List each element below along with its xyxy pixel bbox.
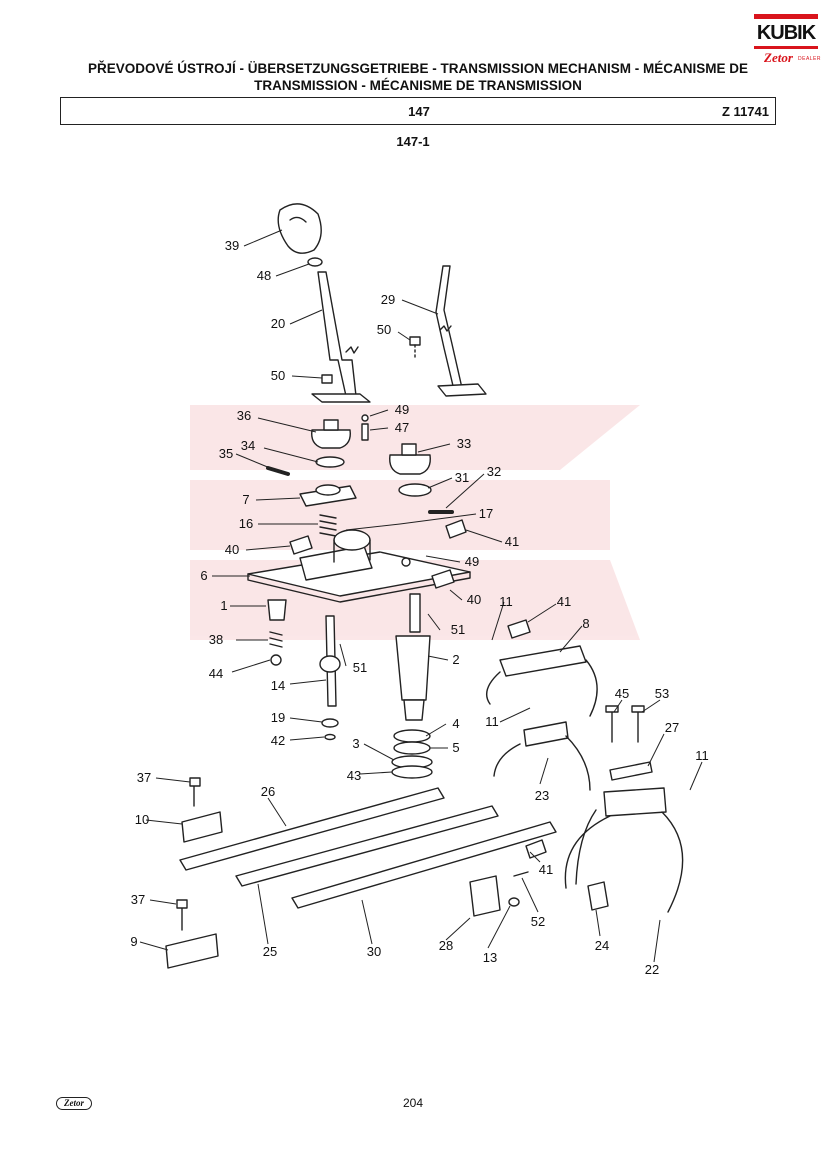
shift-rail-30 (291, 821, 557, 909)
callout-36: 36 (237, 408, 251, 423)
callout-9: 9 (130, 934, 137, 949)
callout-33: 33 (457, 436, 471, 451)
selector-10 (181, 811, 223, 843)
callout-51a: 51 (451, 622, 465, 637)
callout-53: 53 (655, 686, 669, 701)
callout-16: 16 (239, 516, 253, 531)
shift-fork-23 (523, 721, 569, 747)
callout-24: 24 (595, 938, 609, 953)
logo-tag: DEALER (798, 56, 822, 62)
figure-number: 147-1 (396, 134, 430, 149)
group-code: Z 11741 (722, 104, 769, 119)
group-bar: 147 Z 11741 (60, 97, 776, 125)
callout-28: 28 (439, 938, 453, 953)
callout-40a: 40 (225, 542, 239, 557)
callout-25: 25 (263, 944, 277, 959)
callout-14: 14 (271, 678, 285, 693)
callout-42: 42 (271, 733, 285, 748)
callout-23: 23 (535, 788, 549, 803)
callout-39: 39 (225, 238, 239, 253)
callout-22: 22 (645, 962, 659, 977)
gear-knob (277, 203, 322, 254)
logo-sub-brand: Zetor (764, 50, 793, 65)
block-28 (469, 875, 501, 917)
callout-29: 29 (381, 292, 395, 307)
logo-red-line (754, 46, 818, 49)
callout-27: 27 (665, 720, 679, 735)
callout-31: 31 (455, 470, 469, 485)
callout-35: 35 (219, 446, 233, 461)
callout-26: 26 (261, 784, 275, 799)
page-title: PŘEVODOVÉ ÚSTROJÍ - ÜBERSETZUNGSGETRIEBE… (60, 60, 776, 94)
callout-50b: 50 (377, 322, 391, 337)
callout-30: 30 (367, 944, 381, 959)
page-number: 204 (402, 1096, 424, 1110)
callout-19: 19 (271, 710, 285, 725)
shift-fork-22 (603, 787, 667, 817)
callout-37b: 37 (131, 892, 145, 907)
callout-41c: 41 (539, 862, 553, 877)
shift-fork-8 (499, 645, 587, 677)
callout-43: 43 (347, 768, 361, 783)
shift-rail-26 (179, 787, 445, 871)
logo-red-bar (754, 14, 818, 19)
callout-17: 17 (479, 506, 493, 521)
callout-11b: 11 (485, 714, 499, 729)
callout-41b: 41 (557, 594, 571, 609)
callout-5: 5 (452, 740, 459, 755)
callout-11c: 11 (695, 748, 709, 763)
footer-zetor-logo: Zetor (56, 1097, 92, 1110)
callout-8: 8 (582, 616, 589, 631)
callout-34: 34 (241, 438, 255, 453)
washer-48 (307, 257, 323, 267)
callout-4: 4 (452, 716, 459, 731)
callout-52: 52 (531, 914, 545, 929)
callout-48: 48 (257, 268, 271, 283)
shift-rail-25 (235, 805, 499, 887)
callout-47: 47 (395, 420, 409, 435)
shift-shaft-2 (409, 593, 421, 633)
callout-6: 6 (200, 568, 207, 583)
callout-37a: 37 (137, 770, 151, 785)
callout-50a: 50 (271, 368, 285, 383)
rubber-boot-33 (389, 454, 431, 475)
callout-40b: 40 (467, 592, 481, 607)
callout-20: 20 (271, 316, 285, 331)
callout-41a: 41 (505, 534, 519, 549)
spring-16 (319, 514, 337, 537)
callout-10: 10 (135, 812, 149, 827)
clamp-34 (315, 456, 345, 468)
title-line-1: PŘEVODOVÉ ÚSTROJÍ - ÜBERSETZUNGSGETRIEBE… (87, 61, 749, 76)
callout-38: 38 (209, 632, 223, 647)
callout-1: 1 (220, 598, 227, 613)
callout-32: 32 (487, 464, 501, 479)
selector-9 (165, 933, 219, 969)
callout-44: 44 (209, 666, 223, 681)
callout-11a: 11 (499, 594, 513, 609)
title-line-2: TRANSMISSION - MÉCANISME DE TRANSMISSION (254, 78, 582, 93)
callout-49b: 49 (465, 554, 479, 569)
group-number: 147 (408, 104, 430, 119)
callout-45: 45 (615, 686, 629, 701)
callout-3: 3 (352, 736, 359, 751)
callout-13: 13 (483, 950, 497, 965)
callout-7: 7 (242, 492, 249, 507)
clamp-31 (398, 483, 432, 497)
rubber-boot-36 (311, 429, 351, 449)
callout-49a: 49 (395, 402, 409, 417)
callout-51b: 51 (353, 660, 367, 675)
callout-2: 2 (452, 652, 459, 667)
logo-brand: KUBIK (756, 22, 816, 44)
kubik-zetor-logo: KUBIK Zetor DEALER (754, 14, 822, 66)
